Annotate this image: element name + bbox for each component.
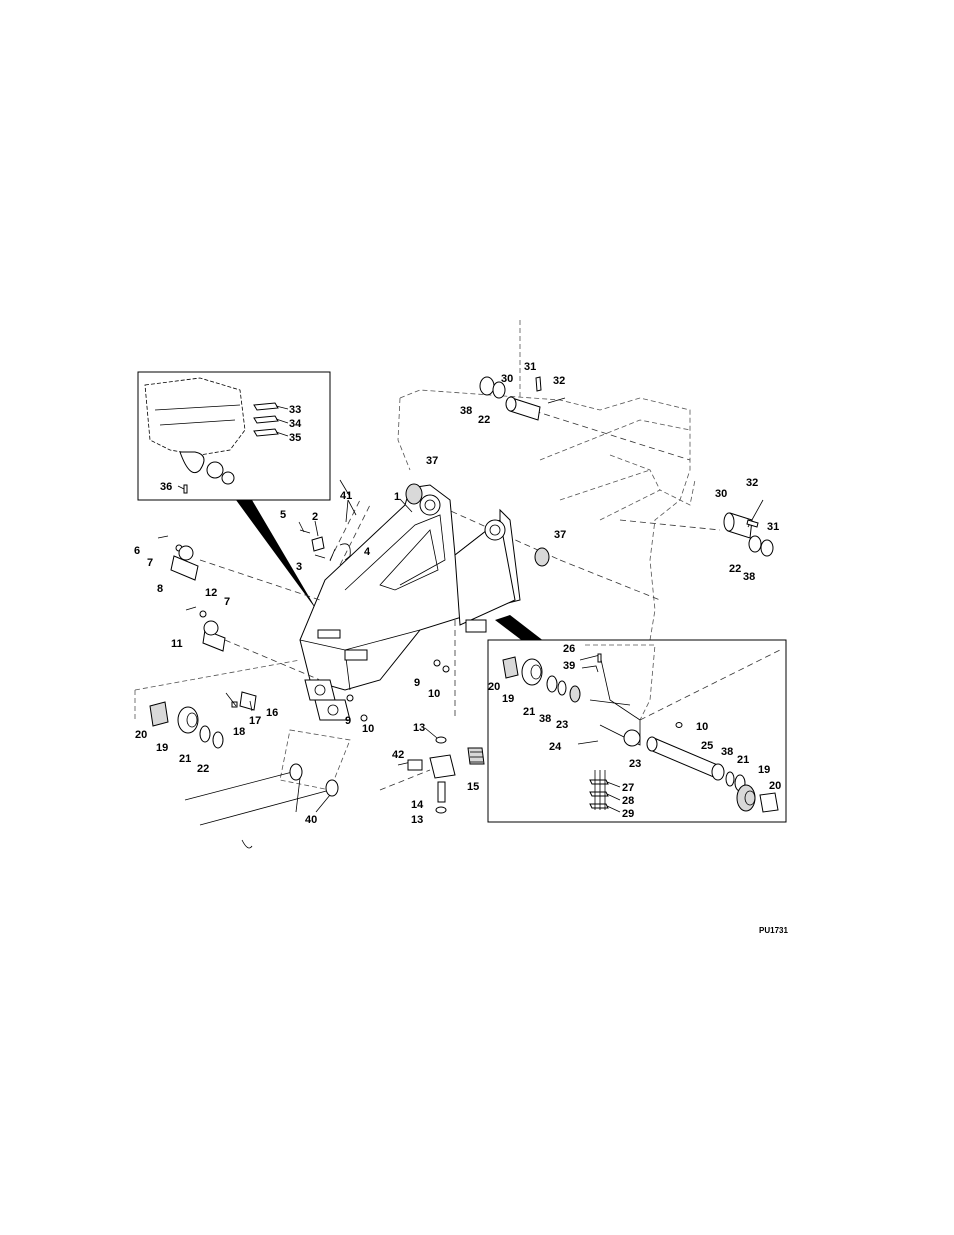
- callout-13-lower: 13: [411, 814, 423, 826]
- callout-20-left: 20: [135, 729, 147, 741]
- callout-38-right: 38: [743, 571, 755, 583]
- callout-9-left: 9: [345, 715, 351, 727]
- callout-29: 29: [622, 808, 634, 820]
- callout-41: 41: [340, 490, 352, 502]
- callout-35: 35: [289, 432, 301, 444]
- callout-9-right: 9: [414, 677, 420, 689]
- callout-31-right: 31: [767, 521, 779, 533]
- callout-8: 8: [157, 583, 163, 595]
- callout-19-inset-right: 19: [758, 764, 770, 776]
- upper-pin-group: [480, 377, 773, 556]
- callout-12: 12: [205, 587, 217, 599]
- callout-42: 42: [392, 749, 404, 761]
- callout-21-left: 21: [179, 753, 191, 765]
- callout-31-top: 31: [524, 361, 536, 373]
- callout-37-lower: 37: [554, 529, 566, 541]
- callout-27: 27: [622, 782, 634, 794]
- callout-14: 14: [411, 799, 424, 811]
- callout-26: 26: [563, 643, 575, 655]
- callout-23-inset-top: 23: [556, 719, 568, 731]
- callout-21-inset-left: 21: [523, 706, 535, 718]
- callout-17: 17: [249, 715, 261, 727]
- callout-22-left: 22: [197, 763, 209, 775]
- callout-28: 28: [622, 795, 634, 807]
- callout-13-upper: 13: [413, 722, 425, 734]
- callout-1: 1: [394, 491, 400, 503]
- callout-37-upper: 37: [426, 455, 438, 467]
- callout-40: 40: [305, 814, 317, 826]
- callout-36: 36: [160, 481, 172, 493]
- callout-22-right: 22: [729, 563, 741, 575]
- callout-10-inset: 10: [696, 721, 708, 733]
- left-pin-group: [158, 536, 320, 680]
- inset-pivot-detail: [488, 640, 786, 822]
- callout-11: 11: [171, 638, 183, 650]
- callout-32-right: 32: [746, 477, 758, 489]
- callout-22-top: 22: [478, 414, 490, 426]
- callout-10-right: 10: [428, 688, 440, 700]
- boom-assembly: [300, 485, 520, 720]
- callout-23-inset-low: 23: [629, 758, 641, 770]
- callout-32-top: 32: [553, 375, 565, 387]
- callout-38-inset-left: 38: [539, 713, 551, 725]
- callout-38-inset-right: 38: [721, 746, 733, 758]
- callout-39: 39: [563, 660, 575, 672]
- callout-25: 25: [701, 740, 713, 752]
- callout-7-upper: 7: [147, 557, 153, 569]
- callout-18: 18: [233, 726, 245, 738]
- callout-30-top: 30: [501, 373, 513, 385]
- callout-24: 24: [549, 741, 562, 753]
- callout-19-inset-left: 19: [502, 693, 514, 705]
- figure-code: PU1731: [759, 926, 788, 935]
- callout-33: 33: [289, 404, 301, 416]
- callout-6: 6: [134, 545, 140, 557]
- callout-5: 5: [280, 509, 286, 521]
- callout-4: 4: [364, 546, 371, 558]
- callout-10-left: 10: [362, 723, 374, 735]
- callout-21-inset-right: 21: [737, 754, 749, 766]
- callout-19-left: 19: [156, 742, 168, 754]
- callout-7-lower: 7: [224, 596, 230, 608]
- callout-30-right: 30: [715, 488, 727, 500]
- callout-2: 2: [312, 511, 318, 523]
- callout-38-top: 38: [460, 405, 472, 417]
- callout-34: 34: [289, 418, 302, 430]
- callout-15: 15: [467, 781, 479, 793]
- callout-20-inset-right: 20: [769, 780, 781, 792]
- callout-3: 3: [296, 561, 302, 573]
- callout-20-inset-left: 20: [488, 681, 500, 693]
- callout-16: 16: [266, 707, 278, 719]
